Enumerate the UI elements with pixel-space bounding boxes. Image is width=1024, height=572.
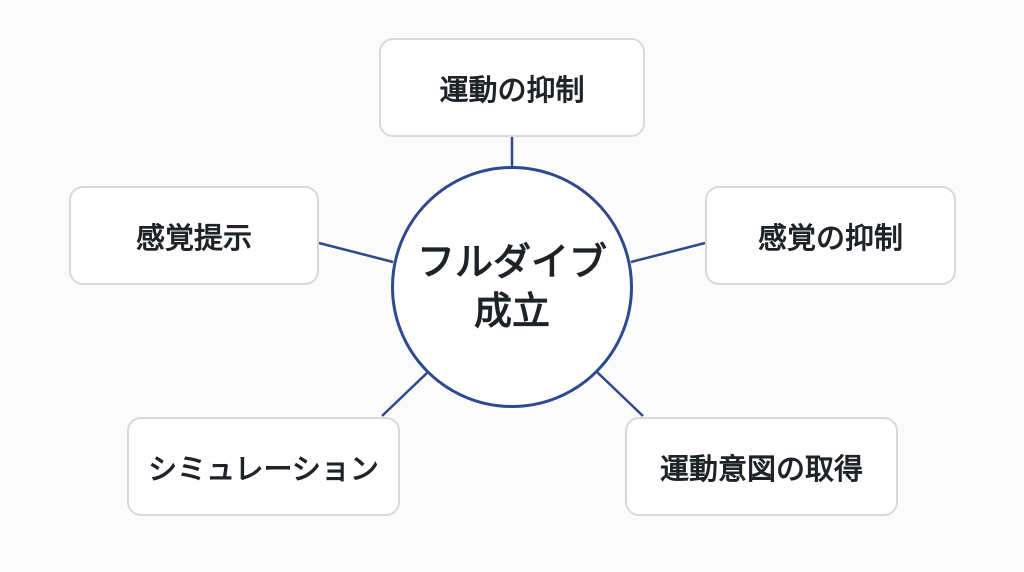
node-label: 運動意図の取得 xyxy=(659,451,863,486)
node-label: 感覚の抑制 xyxy=(757,220,903,255)
node-label: 運動の抑制 xyxy=(439,72,585,107)
node-bottom-right: 運動意図の取得 xyxy=(625,417,898,516)
center-title-line2: 成立 xyxy=(473,289,550,333)
connector-left xyxy=(318,241,394,264)
connector-right xyxy=(630,241,706,264)
node-right: 感覚の抑制 xyxy=(705,186,956,285)
node-left: 感覚提示 xyxy=(69,186,319,285)
node-top: 運動の抑制 xyxy=(379,38,645,137)
node-label: シミュレーション xyxy=(148,451,379,486)
connector-bottom-left xyxy=(381,371,429,417)
node-bottom-left: シミュレーション xyxy=(127,417,400,516)
center-node: フルダイブ 成立 xyxy=(391,166,633,408)
node-label: 感覚提示 xyxy=(135,220,252,255)
center-title-line1: フルダイブ xyxy=(416,239,607,284)
connector-bottom-right xyxy=(596,371,644,417)
